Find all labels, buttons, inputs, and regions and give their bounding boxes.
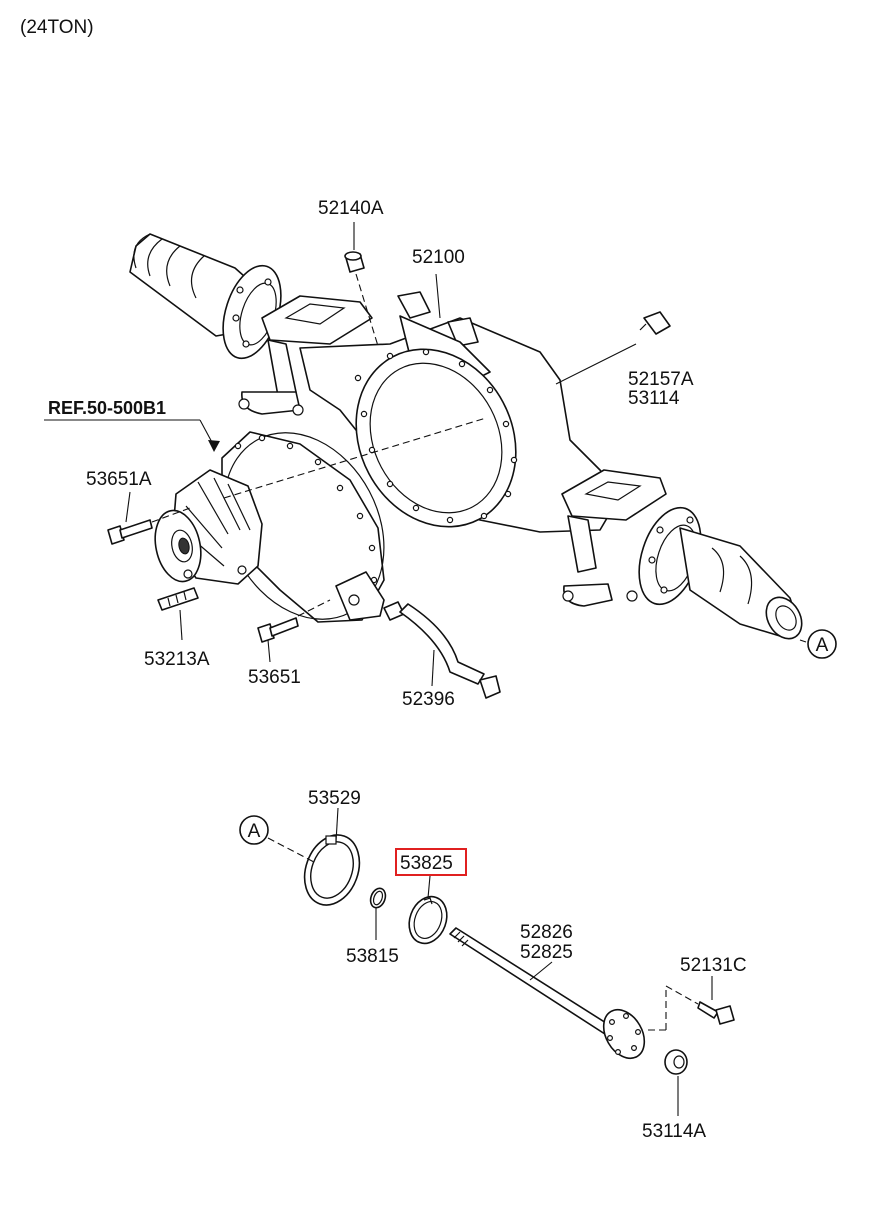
snap-ring-53529 [303,834,361,906]
top-leaders [44,222,807,687]
label-53114[interactable]: 53114 [628,388,680,409]
label-52100[interactable]: 52100 [412,247,465,268]
plug-52157A [639,311,671,335]
callout-A-top-text: A [816,635,829,656]
label-53651[interactable]: 53651 [248,667,301,688]
breather-52140A [344,251,365,273]
label-53213A[interactable]: 53213A [144,649,210,670]
hose-52396 [383,601,501,699]
ref-label[interactable]: REF.50-500B1 [48,398,166,418]
variant-header: (24TON) [20,17,94,38]
axle-housing-52100 [129,233,803,640]
label-52131C[interactable]: 52131C [680,955,747,976]
stud-53213A [157,587,199,611]
label-53114A[interactable]: 53114A [642,1121,706,1142]
highlight-box-53825 [395,848,467,876]
label-52825[interactable]: 52825 [520,942,573,963]
nut-53114A [664,1049,688,1075]
ring-53825 [408,895,448,945]
label-53651A[interactable]: 53651A [86,469,152,490]
callout-A-bottom: A [239,815,269,845]
bolt-53651 [257,617,299,643]
bolt-52131C [697,1001,735,1025]
callout-A-bottom-text: A [248,821,261,842]
o-ring-53815 [369,887,387,909]
callout-A-top: A [807,629,837,659]
bolt-53651A [107,519,153,545]
label-52396[interactable]: 52396 [402,689,455,710]
label-53529[interactable]: 53529 [308,788,361,809]
bottom-leaders [267,807,713,1116]
differential-carrier [154,431,385,623]
label-52157A[interactable]: 52157A [628,369,694,390]
label-52826[interactable]: 52826 [520,922,573,943]
axle-shaft-52826 [449,927,646,1060]
label-53825[interactable]: 53825 [400,853,453,874]
label-53815[interactable]: 53815 [346,946,399,967]
label-52140A[interactable]: 52140A [318,198,384,219]
